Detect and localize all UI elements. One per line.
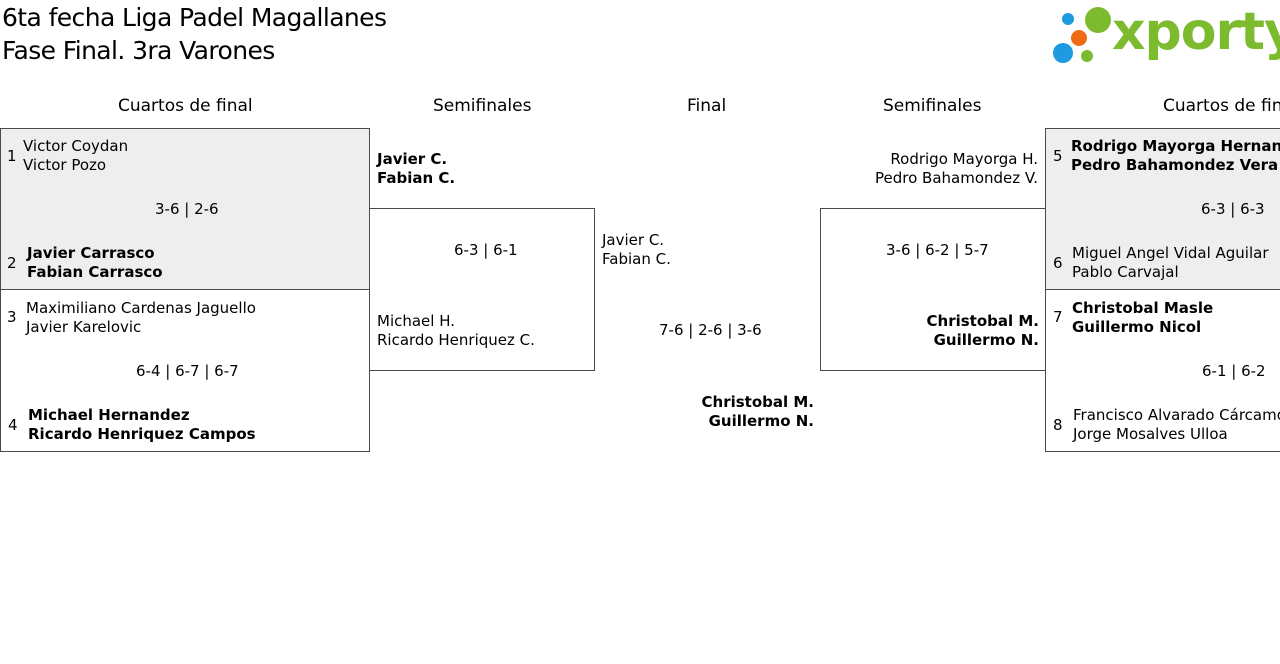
team-name: Miguel Angel Vidal Aguilar Pablo Carvaja… bbox=[1072, 244, 1269, 282]
match-score: 6-3 | 6-1 bbox=[454, 241, 518, 259]
team-name: Francisco Alvarado Cárcamo Jorge Mosalve… bbox=[1073, 406, 1280, 444]
round-header-left-quarterfinals: Cuartos de final bbox=[118, 96, 253, 116]
right-semifinal-team-a: Rodrigo Mayorga H. Pedro Bahamondez V. bbox=[838, 150, 1038, 188]
round-header-final: Final bbox=[687, 96, 727, 116]
player-name: Rodrigo Mayorga Hernandez bbox=[1071, 137, 1280, 155]
player-name: Rodrigo Mayorga H. bbox=[890, 150, 1038, 168]
player-name: Michael Hernandez bbox=[28, 406, 190, 424]
player-name: Michael H. bbox=[377, 312, 456, 330]
final-score: 7-6 | 2-6 | 3-6 bbox=[659, 321, 762, 339]
player-name: Fabian Carrasco bbox=[27, 263, 163, 281]
left-semifinal-team-a: Javier C. Fabian C. bbox=[377, 150, 455, 188]
match-score: 6-1 | 6-2 bbox=[1202, 362, 1266, 380]
xporty-logo-dots bbox=[1053, 7, 1111, 63]
team-name-winner: Christobal Masle Guillermo Nicol bbox=[1072, 299, 1213, 337]
final-team-a: Javier C. Fabian C. bbox=[602, 231, 671, 269]
right-semifinal-team-b-winner: Christobal M. Guillermo N. bbox=[839, 312, 1039, 350]
player-name: Javier Karelovic bbox=[26, 318, 142, 336]
match-score: 6-4 | 6-7 | 6-7 bbox=[136, 362, 239, 380]
player-name: Fabian C. bbox=[377, 169, 456, 187]
player-name: Javier C. bbox=[377, 150, 448, 168]
match-score: 3-6 | 6-2 | 5-7 bbox=[886, 241, 989, 259]
player-name: Christobal M. bbox=[701, 393, 814, 411]
seed-number: 8 bbox=[1053, 416, 1063, 434]
player-name: Javier C. bbox=[602, 231, 665, 249]
player-name: Guillermo N. bbox=[933, 331, 1039, 349]
final-team-b-winner: Christobal M. Guillermo N. bbox=[694, 393, 814, 431]
round-header-right-semifinals: Semifinales bbox=[883, 96, 982, 116]
player-name: Ricardo Henriquez Campos bbox=[28, 425, 256, 443]
player-name: Francisco Alvarado Cárcamo bbox=[1073, 406, 1280, 424]
player-name: Ricardo Henriquez C. bbox=[377, 331, 535, 349]
match-score: 6-3 | 6-3 bbox=[1201, 200, 1265, 218]
player-name: Maximiliano Cardenas Jaguello bbox=[26, 299, 256, 317]
page-subtitle: Fase Final. 3ra Varones bbox=[2, 36, 275, 65]
left-quarterfinal-2: 3 Maximiliano Cardenas Jaguello Javier K… bbox=[0, 289, 370, 452]
match-score: 3-6 | 2-6 bbox=[155, 200, 219, 218]
player-name: Jorge Mosalves Ulloa bbox=[1073, 425, 1228, 443]
left-semifinal: 6-3 | 6-1 Michael H. Ricardo Henriquez C… bbox=[369, 208, 595, 371]
seed-number: 5 bbox=[1053, 147, 1063, 165]
team-name: Maximiliano Cardenas Jaguello Javier Kar… bbox=[26, 299, 256, 337]
player-name: Miguel Angel Vidal Aguilar bbox=[1072, 244, 1269, 262]
player-name: Pedro Bahamondez Vera bbox=[1071, 156, 1279, 174]
page-title: 6ta fecha Liga Padel Magallanes bbox=[2, 3, 387, 32]
xporty-logo-text: xporty bbox=[1112, 2, 1280, 62]
team-name-winner: Javier Carrasco Fabian Carrasco bbox=[27, 244, 163, 282]
seed-number: 7 bbox=[1053, 308, 1063, 326]
seed-number: 2 bbox=[7, 254, 17, 272]
player-name: Guillermo Nicol bbox=[1072, 318, 1202, 336]
left-semifinal-team-b: Michael H. Ricardo Henriquez C. bbox=[377, 312, 535, 350]
player-name: Guillermo N. bbox=[708, 412, 814, 430]
right-semifinal: 3-6 | 6-2 | 5-7 Christobal M. Guillermo … bbox=[820, 208, 1046, 371]
left-quarterfinal-1: 1 Victor Coydan Victor Pozo 3-6 | 2-6 2 … bbox=[0, 128, 370, 290]
player-name: Victor Coydan bbox=[23, 137, 129, 155]
team-name-winner: Michael Hernandez Ricardo Henriquez Camp… bbox=[28, 406, 256, 444]
round-header-left-semifinals: Semifinales bbox=[433, 96, 532, 116]
team-name: Victor Coydan Victor Pozo bbox=[23, 137, 128, 175]
seed-number: 6 bbox=[1053, 254, 1063, 272]
seed-number: 3 bbox=[7, 308, 17, 326]
seed-number: 1 bbox=[7, 147, 17, 165]
round-header-right-quarterfinals: Cuartos de final bbox=[1163, 96, 1280, 116]
player-name: Christobal Masle bbox=[1072, 299, 1214, 317]
xporty-logo: xporty bbox=[1050, 2, 1280, 68]
player-name: Pedro Bahamondez V. bbox=[874, 169, 1038, 187]
player-name: Christobal M. bbox=[926, 312, 1039, 330]
seed-number: 4 bbox=[8, 416, 18, 434]
right-quarterfinal-2: 7 Christobal Masle Guillermo Nicol 6-1 |… bbox=[1045, 289, 1280, 452]
team-name-winner: Rodrigo Mayorga Hernandez Pedro Bahamond… bbox=[1071, 137, 1280, 175]
right-quarterfinal-1: 5 Rodrigo Mayorga Hernandez Pedro Bahamo… bbox=[1045, 128, 1280, 290]
player-name: Fabian C. bbox=[602, 250, 671, 268]
player-name: Javier Carrasco bbox=[27, 244, 155, 262]
player-name: Pablo Carvajal bbox=[1072, 263, 1179, 281]
player-name: Victor Pozo bbox=[23, 156, 107, 174]
